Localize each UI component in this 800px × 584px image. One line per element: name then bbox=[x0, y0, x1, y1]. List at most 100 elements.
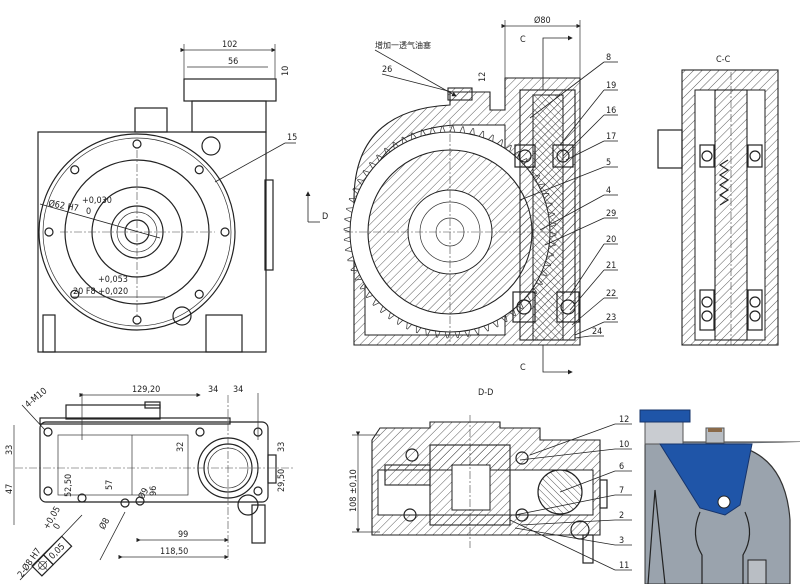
front-view: 102 56 10 15 Ø62 H7 +0,030 0 +0,053 20 F… bbox=[37, 40, 328, 353]
mounting-hole bbox=[77, 493, 87, 503]
dd-bore bbox=[451, 464, 491, 511]
pin-dia-8: Ø8 bbox=[97, 516, 112, 531]
render-3d bbox=[639, 409, 800, 584]
callout-leader bbox=[562, 114, 605, 157]
callout-leader bbox=[529, 61, 605, 119]
dd-part-7-label: 7 bbox=[619, 486, 624, 496]
cover-outer bbox=[38, 133, 236, 331]
part-24-label: 24 bbox=[592, 327, 602, 337]
dd-part-2-label: 2 bbox=[619, 511, 624, 521]
bolt-icon bbox=[70, 165, 80, 175]
part-23-label: 23 bbox=[606, 313, 616, 323]
vent-plug-note: 增加一透气油塞 bbox=[375, 40, 431, 50]
callout-leader bbox=[514, 527, 616, 546]
part-26: 26 bbox=[382, 65, 392, 75]
dim-52-50: 52,50 bbox=[64, 474, 74, 497]
part-21-label: 21 bbox=[606, 261, 616, 271]
view-marker-d: D bbox=[322, 212, 328, 222]
callout-leader bbox=[574, 321, 605, 336]
pin-tol-lower: 0 bbox=[52, 522, 63, 531]
housing-outline bbox=[37, 131, 267, 353]
worm-shaft bbox=[532, 94, 564, 341]
render-blue-cover bbox=[659, 443, 753, 516]
position-tol-value: 0,05 bbox=[48, 542, 68, 562]
part-15: 15 bbox=[287, 133, 297, 143]
dim-dia-80: Ø80 bbox=[534, 15, 551, 26]
callout-leader bbox=[539, 194, 605, 231]
dim-33-right: 33 bbox=[277, 442, 287, 452]
dim-47-left: 47 bbox=[5, 484, 15, 494]
side-boss bbox=[264, 179, 274, 271]
callout-leader bbox=[529, 423, 616, 456]
dim-96: 96 bbox=[149, 486, 159, 496]
callout-leader bbox=[574, 335, 591, 339]
bottom-view: 129,20 34 34 4-M10 33 47 52,50 57 32 Ø9 … bbox=[5, 385, 295, 581]
section-cc-title: C-C bbox=[716, 55, 731, 65]
cover-bolts bbox=[44, 139, 230, 325]
dim-118-50: 118,50 bbox=[160, 547, 188, 557]
dd-part-11-label: 11 bbox=[619, 561, 629, 571]
callout-leader bbox=[514, 494, 616, 516]
mounting-hole bbox=[253, 486, 263, 496]
callout-leader bbox=[569, 243, 605, 296]
callout-leader bbox=[519, 166, 605, 201]
section-cc-view: C-C bbox=[657, 55, 779, 346]
vent-plug-26 bbox=[447, 87, 473, 101]
bolt-icon bbox=[132, 315, 142, 325]
dim-34-a: 34 bbox=[208, 385, 218, 395]
part-16-label: 16 bbox=[606, 106, 616, 116]
dd-part-6-label: 6 bbox=[619, 462, 624, 472]
part-5-label: 5 bbox=[606, 158, 611, 168]
bore-dia-label: Ø62 H7 bbox=[47, 198, 79, 214]
bolt-icon bbox=[194, 165, 204, 175]
dim-12: 12 bbox=[478, 72, 488, 82]
part-29-label: 29 bbox=[606, 209, 616, 219]
section-dd-title: D-D bbox=[478, 388, 493, 398]
part-22-label: 22 bbox=[606, 289, 616, 299]
mounting-hole bbox=[135, 496, 145, 506]
section-mark-c-bottom: C bbox=[520, 363, 526, 373]
thread-4-m10: 4-M10 bbox=[24, 386, 50, 410]
dim-29-50: 29,50 bbox=[277, 469, 287, 492]
fit-tol-upper: +0,053 bbox=[98, 275, 128, 285]
vent-plug bbox=[134, 107, 168, 133]
part-4-label: 4 bbox=[606, 186, 611, 196]
bolt-icon bbox=[70, 289, 80, 299]
bore-tol-lower: 0 bbox=[86, 207, 91, 217]
dim-129-20: 129,20 bbox=[132, 385, 160, 395]
mounting-hole bbox=[120, 498, 130, 508]
callout-leader bbox=[519, 519, 616, 526]
callout-leader bbox=[569, 269, 605, 311]
section-mark-c-top: C bbox=[520, 35, 526, 45]
dim-108: 108 ±0,10 bbox=[349, 469, 359, 512]
dim-56: 56 bbox=[228, 57, 238, 67]
dim-32: 32 bbox=[176, 442, 186, 452]
dim-dia-9: Ø9 bbox=[136, 486, 151, 501]
mounting-hole bbox=[43, 427, 53, 437]
callout-leader bbox=[544, 217, 605, 246]
part-20-label: 20 bbox=[606, 235, 616, 245]
callout-leader bbox=[559, 89, 605, 146]
dim-33-left: 33 bbox=[5, 445, 15, 455]
bolt-icon bbox=[44, 227, 54, 237]
top-neck bbox=[191, 100, 267, 133]
dd-part-12-label: 12 bbox=[619, 415, 629, 425]
main-section-view: Ø80 C C 12 增加一透气油塞 26 819161754292021222… bbox=[343, 15, 618, 375]
dim-34-b: 34 bbox=[233, 385, 243, 395]
dim-102: 102 bbox=[222, 40, 237, 50]
mounting-hole bbox=[43, 486, 53, 496]
bolt-icon bbox=[220, 227, 230, 237]
dd-part-10-label: 10 bbox=[619, 440, 629, 450]
callout-leader bbox=[565, 140, 605, 161]
fit-spec: 20 F8 +0,020 bbox=[73, 287, 128, 297]
part-8-label: 8 bbox=[606, 53, 611, 63]
dowel-hole bbox=[201, 136, 221, 156]
mounting-hole bbox=[195, 427, 205, 437]
part-17-label: 17 bbox=[606, 132, 616, 142]
bolt-icon bbox=[194, 289, 204, 299]
